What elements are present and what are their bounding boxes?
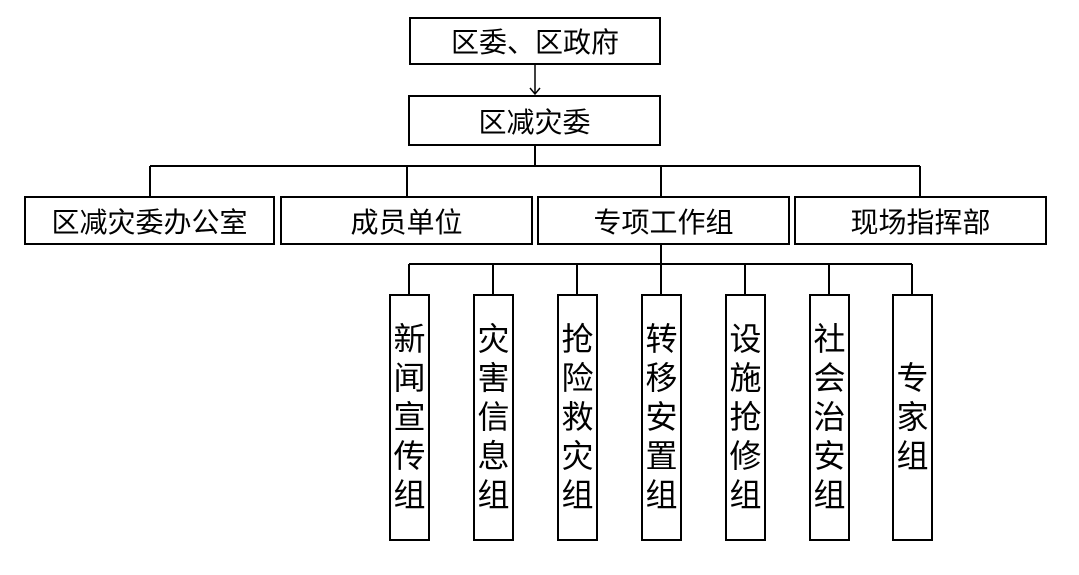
group-label-char: 信 [477,398,510,436]
group-disaster-info: 灾害信息组灾害信息组 [473,294,514,541]
node-members-label: 成员单位 [350,205,463,239]
group-label-char: 灾 [477,320,510,358]
group-label-char: 传 [393,437,426,475]
group-label-char: 抢 [729,398,762,436]
group-label-char: 转 [645,320,678,358]
node-members: 成员单位 [280,196,533,245]
node-field-command: 现场指挥部 [794,196,1047,245]
group-label-char: 社 [813,320,846,358]
group-label-char: 家 [896,398,929,436]
node-working-groups-label: 专项工作组 [593,205,734,239]
group-label-char: 组 [645,476,678,514]
group-label-char: 会 [813,359,846,397]
group-label-char: 组 [477,476,510,514]
group-relocation: 转移安置组转移安置组 [641,294,682,541]
group-news: 新闻宣传组新闻宣传组 [389,294,430,541]
group-label-char: 专 [896,359,929,397]
group-facility-repair: 设施抢修组设施抢修组 [725,294,766,541]
group-label-char: 救 [561,398,594,436]
group-rescue: 抢险救灾组抢险救灾组 [557,294,598,541]
group-public-security: 社会治安组社会治安组 [809,294,850,541]
group-label-char: 修 [729,437,762,475]
group-label-char: 抢 [561,320,594,358]
group-label-char: 移 [645,359,678,397]
group-label-char: 治 [813,398,846,436]
group-label-char: 组 [393,476,426,514]
group-label-char: 闻 [393,359,426,397]
group-experts: 专家组专家组 [892,294,933,541]
top-node: 区委、区政府 [409,17,661,65]
committee-node-label: 区减灾委 [478,105,591,139]
group-label-char: 组 [896,437,929,475]
group-label-char: 灾 [561,437,594,475]
group-label-char: 害 [477,359,510,397]
group-label-char: 新 [393,320,426,358]
top-node-label: 区委、区政府 [450,26,619,59]
committee-node: 区减灾委 [408,95,661,146]
group-label-char: 组 [561,476,594,514]
group-label-char: 设 [729,320,762,358]
group-label-char: 险 [561,359,594,397]
group-label-char: 息 [477,437,510,475]
node-office-label: 区减灾委办公室 [51,205,248,239]
node-office: 区减灾委办公室 [24,196,275,245]
group-label-char: 安 [645,398,678,436]
node-field-command-label: 现场指挥部 [850,205,991,239]
group-label-char: 置 [645,437,678,475]
group-label-char: 组 [729,476,762,514]
group-label-char: 宣 [393,398,426,436]
group-label-char: 安 [813,437,846,475]
group-label-char: 施 [729,359,762,397]
node-working-groups: 专项工作组 [537,196,790,245]
group-label-char: 组 [813,476,846,514]
